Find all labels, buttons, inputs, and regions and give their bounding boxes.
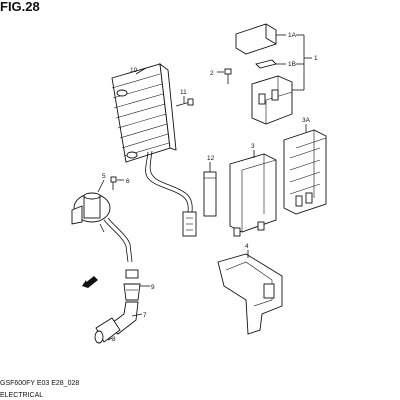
holder-4 bbox=[217, 253, 283, 335]
regulator-rectifier bbox=[111, 63, 197, 237]
figure-code: GSF600FY E03 E28_028 bbox=[0, 380, 79, 387]
spark-plug-cap bbox=[123, 269, 141, 301]
bolt-2 bbox=[224, 68, 232, 84]
callout-8: 8 bbox=[112, 336, 116, 343]
callout-4: 4 bbox=[245, 243, 249, 250]
callout-5: 5 bbox=[102, 173, 106, 180]
cap-8 bbox=[94, 317, 121, 344]
figure-title: FIG.28 bbox=[0, 0, 40, 14]
part-12 bbox=[203, 171, 217, 217]
ecm-3a bbox=[283, 129, 327, 215]
callout-1b: 1B bbox=[288, 61, 296, 68]
callout-2: 2 bbox=[210, 70, 214, 77]
callout-3a: 3A bbox=[302, 117, 311, 124]
bolt-11 bbox=[175, 98, 194, 107]
front-arrow-tag bbox=[82, 276, 98, 288]
callout-1: 1 bbox=[314, 55, 318, 62]
callout-6: 6 bbox=[126, 178, 130, 185]
starter-relay bbox=[235, 23, 293, 125]
callout-3: 3 bbox=[251, 143, 255, 150]
callout-10: 10 bbox=[130, 67, 138, 74]
callout-7: 7 bbox=[143, 312, 147, 319]
bolt-6 bbox=[110, 176, 117, 190]
callout-12: 12 bbox=[207, 155, 215, 162]
callout-1a: 1A bbox=[288, 32, 297, 39]
ecm-3 bbox=[229, 153, 277, 237]
callout-9: 9 bbox=[151, 284, 155, 291]
ignition-coil bbox=[71, 192, 133, 263]
callout-11: 11 bbox=[180, 89, 187, 96]
figure-category: ELECTRICAL bbox=[0, 392, 43, 399]
